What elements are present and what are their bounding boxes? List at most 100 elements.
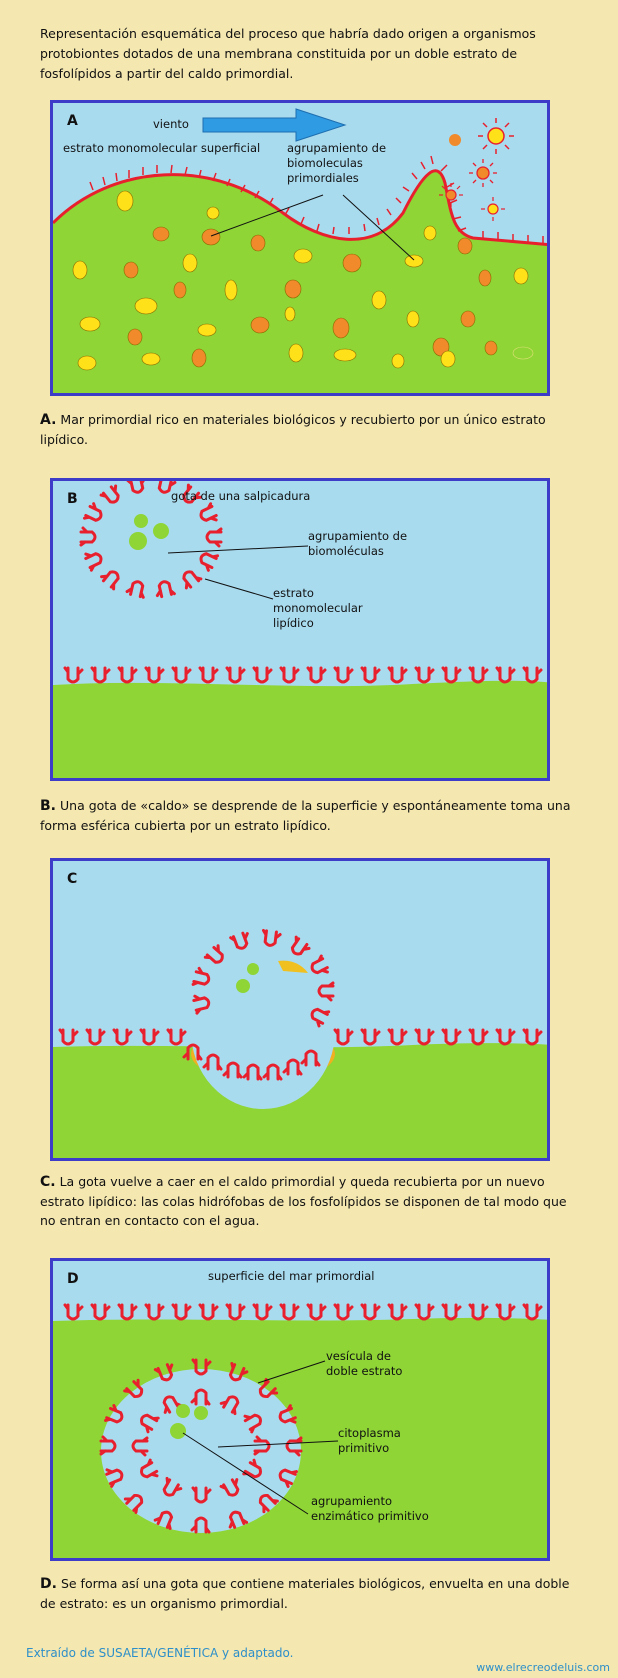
drop-body	[191, 953, 335, 1109]
phospholipid-icon	[290, 935, 311, 956]
phospholipid-icon	[306, 666, 327, 684]
phospholipid-icon	[182, 483, 202, 504]
phospholipid-icon	[90, 666, 111, 684]
phospholipid-icon	[104, 1404, 124, 1424]
phospholipid-icon	[84, 552, 103, 572]
lipid-tails	[89, 155, 544, 244]
phospholipid-icon	[202, 1053, 223, 1071]
phospholipid-icon	[117, 1303, 138, 1321]
intro-text: Representación esquemática del proceso q…	[40, 26, 536, 81]
phospholipid-icon	[414, 666, 435, 684]
phospholipid-icon	[203, 944, 224, 964]
phospholipid-icon	[282, 1058, 303, 1076]
phospholipid-icon	[190, 1388, 211, 1406]
surface-layer-label: estrato monomolecular superficial	[63, 141, 261, 155]
phospholipid-icon	[495, 1303, 516, 1321]
phospholipid-icon	[190, 1516, 211, 1534]
phospholipid-icon	[191, 1486, 212, 1504]
phospholipid-icon	[333, 1303, 354, 1321]
phospholipid-icon	[306, 1303, 327, 1321]
phospholipid-icon	[258, 1493, 279, 1514]
phospholipid-icon	[285, 1436, 303, 1457]
leader-lines	[182, 1360, 339, 1515]
enzymatic-label: agrupamiento enzimático primitivo	[311, 1494, 429, 1523]
phospholipid-icon	[153, 1363, 174, 1382]
phospholipid-icon	[300, 1049, 321, 1067]
phospholipid-icon	[126, 481, 147, 494]
phospholipid-icon	[333, 1028, 354, 1046]
phospholipid-icon	[140, 1413, 160, 1434]
phospholipid-icon	[182, 570, 203, 590]
phospholipid-icon	[279, 666, 300, 684]
vesicle-outer-lipids	[99, 1358, 303, 1534]
phospholipid-icon	[278, 1404, 297, 1424]
caption-a-text: Mar primordial rico en materiales biológ…	[40, 412, 546, 447]
phospholipid-icon	[58, 1028, 79, 1046]
soup-surface	[53, 1043, 547, 1158]
caption-d: D.Se forma así una gota que contiene mat…	[40, 1574, 585, 1613]
caption-a-letter: A.	[40, 412, 57, 428]
grouping-label: agrupamiento de biomoléculas	[308, 529, 408, 558]
surface-lipids	[58, 1028, 543, 1046]
phospholipid-icon	[198, 666, 219, 684]
panel-c-letter: C	[67, 871, 78, 887]
phospholipid-icon	[222, 1061, 243, 1079]
phospholipid-icon	[182, 1043, 203, 1061]
website-link[interactable]: www.elrecreodeluis.com	[476, 1661, 610, 1674]
phospholipid-icon	[243, 1413, 262, 1434]
phospholipid-icon	[495, 1028, 516, 1046]
phospholipid-icon	[99, 484, 120, 504]
phospholipid-icon	[387, 1028, 408, 1046]
phospholipid-icon	[162, 1476, 183, 1497]
cytoplasm-label: citoplasma primitivo	[338, 1426, 401, 1455]
phospholipid-icon	[441, 1028, 462, 1046]
phospholipid-icon	[192, 994, 211, 1015]
surface-label: superficie del mar primordial	[208, 1269, 375, 1283]
phospholipid-icon	[522, 1303, 543, 1321]
phospholipid-icon	[360, 666, 381, 684]
leader-lines	[210, 194, 415, 261]
droplet-small-1	[439, 183, 463, 207]
phospholipid-icon	[279, 1303, 300, 1321]
phospholipid-icon	[199, 502, 218, 522]
phospholipid-icon	[278, 1468, 298, 1488]
phospholipid-icon	[360, 1303, 381, 1321]
phospholipid-icon	[171, 666, 192, 684]
drop-biomolecules	[236, 963, 259, 993]
grouping-label: agrupamiento de biomoleculas primordiale…	[287, 141, 387, 185]
panel-a: A viento estrato monomolecular superfici…	[50, 100, 550, 396]
phospholipid-icon	[157, 481, 177, 494]
phospholipid-icon	[253, 1435, 271, 1456]
surface-lipids	[63, 1303, 543, 1321]
phospholipid-icon	[441, 1303, 462, 1321]
vesicle-label: vesícula de doble estrato	[326, 1349, 403, 1378]
phospholipid-icon	[225, 666, 246, 684]
phospholipid-icon	[63, 1303, 84, 1321]
caption-b: B.Una gota de «caldo» se desprende de la…	[40, 796, 585, 835]
panel-a-illustration	[53, 108, 547, 393]
phospholipid-icon	[191, 1358, 212, 1376]
phospholipid-icon	[522, 666, 543, 684]
caption-c-text: La gota vuelve a caer en el caldo primor…	[40, 1174, 567, 1228]
phospholipid-icon	[522, 1028, 543, 1046]
drop-lipids	[79, 481, 223, 599]
panel-b-illustration	[53, 481, 547, 778]
phospholipid-icon	[333, 666, 354, 684]
phospholipid-icon	[105, 1468, 124, 1488]
phospholipid-icon	[495, 666, 516, 684]
caption-d-letter: D.	[40, 1576, 57, 1592]
phospholipid-icon	[262, 1063, 283, 1081]
panel-c-illustration	[53, 928, 547, 1158]
primordial-soup	[53, 170, 547, 393]
phospholipid-icon	[171, 1303, 192, 1321]
phospholipid-icon	[225, 1303, 246, 1321]
phospholipid-icon	[155, 580, 176, 599]
phospholipid-icon	[99, 1435, 117, 1456]
phospholipid-icon	[414, 1028, 435, 1046]
phospholipid-icon	[140, 1458, 159, 1479]
caption-a: A.Mar primordial rico en materiales biol…	[40, 410, 585, 449]
panel-d: D superficie del mar primordial vesícula…	[50, 1258, 550, 1561]
phospholipid-icon	[125, 580, 145, 599]
caption-c-letter: C.	[40, 1174, 56, 1190]
phospholipid-icon	[117, 666, 138, 684]
